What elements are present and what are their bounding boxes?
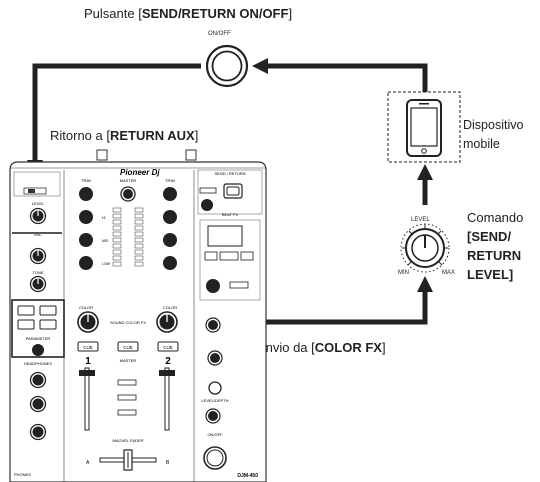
return-aux-level-knob[interactable]: [29, 207, 47, 225]
level-depth-knob[interactable]: [205, 408, 221, 424]
ch2-cue-button[interactable]: CUE: [157, 341, 179, 352]
beat-fx-tap-button[interactable]: [206, 279, 220, 293]
master-level-knob[interactable]: [120, 186, 136, 202]
aux-level-text: LEVEL: [32, 201, 45, 206]
arrow-button-to-return-aux: [32, 63, 201, 160]
knob-level-label: LEVEL: [411, 217, 430, 223]
ch1-number: 1: [85, 356, 91, 367]
fx-pads[interactable]: [17, 305, 57, 330]
fx-cue-button[interactable]: [208, 381, 222, 395]
crossfader-b-label: B: [166, 460, 170, 466]
mic-level-knob[interactable]: [29, 247, 47, 265]
mobile-device-label: Dispositivo mobile: [463, 118, 524, 151]
ch1-cue-text: CUE: [83, 345, 93, 350]
fx-select-knob[interactable]: [205, 317, 221, 333]
ch1-color-text: COLOR: [79, 305, 93, 310]
ch2-cue-text: CUE: [163, 345, 173, 350]
ch2-trim-text: TRIM: [165, 178, 175, 183]
parameter-knob[interactable]: [32, 344, 44, 356]
headphones-level-knob[interactable]: [29, 395, 47, 413]
send-return-text: SEND / RETURN: [214, 171, 245, 176]
arrow-device-to-button: [256, 62, 428, 92]
parameter-text: PARAMETER: [26, 336, 51, 341]
crossfader-a-label: A: [86, 460, 90, 466]
master-text: MASTER: [120, 178, 137, 183]
mobile-device: [387, 91, 461, 163]
ch2-knobs[interactable]: [163, 187, 177, 270]
beat-fx-text: BEAT FX: [222, 212, 239, 217]
ch1-channel-fader[interactable]: [79, 367, 95, 431]
fader-curve-switches[interactable]: [117, 379, 137, 416]
crossfader[interactable]: [99, 449, 157, 471]
knob-min-label: MIN: [398, 270, 409, 276]
fx-channel-select-knob[interactable]: [207, 350, 223, 366]
phones-text: PHONES: [14, 472, 31, 477]
beat-buttons[interactable]: [204, 251, 254, 261]
ch1-trim-text: TRIM: [81, 178, 91, 183]
mic-tone-knob[interactable]: [29, 275, 47, 293]
knob-max-label: MAX: [442, 270, 456, 276]
mid-text: MID: [102, 239, 109, 243]
headphones-mixing-knob[interactable]: [29, 371, 47, 389]
mixer-send-return-onoff[interactable]: [223, 183, 243, 199]
send-return-button-label: Pulsante [SEND/RETURN ON/OFF]: [84, 6, 293, 21]
master-cue-text: CUE: [123, 345, 133, 350]
ch2-channel-fader[interactable]: [159, 367, 175, 431]
return-aux-label: Ritorno a [RETURN AUX]: [50, 128, 199, 143]
beat-fx-onoff-button[interactable]: [203, 446, 227, 470]
ch1-color-knob[interactable]: [77, 311, 99, 333]
tone-text: TONE: [32, 270, 43, 275]
master-cue-button[interactable]: CUE: [117, 341, 139, 352]
dj-mixer: LEVEL MIC TONE PARAMETER HEADPHONES: [9, 149, 267, 482]
ch1-cue-button[interactable]: CUE: [77, 341, 99, 352]
onoff-small-label: ON/OFF: [208, 31, 231, 37]
hi-text: HI: [102, 216, 106, 220]
send-return-level-knob[interactable]: [400, 223, 450, 273]
mic-text: MIC: [34, 232, 41, 237]
model-text: DJM-450: [237, 473, 258, 479]
mixer-send-return-level-knob[interactable]: [201, 199, 213, 211]
low-text: LOW: [102, 262, 111, 266]
level-meters: [112, 207, 144, 267]
level-depth-text: LEVEL/DEPTH: [201, 398, 228, 403]
headphones-volume-knob[interactable]: [29, 423, 47, 441]
headphones-text: HEADPHONES: [24, 361, 52, 366]
ch2-color-text: COLOR: [163, 305, 177, 310]
fx-onoff-text: ON/OFF: [207, 432, 223, 437]
brand-logo: Pioneer Dj: [120, 168, 160, 177]
sound-color-fx-text: SOUND COLOR FX: [110, 320, 146, 325]
color-fx-send-label: Invio da [COLOR FX]: [262, 340, 386, 355]
ch2-number: 2: [165, 356, 171, 367]
ch1-knobs[interactable]: [79, 187, 93, 270]
master-cue-label: MASTER: [120, 358, 137, 363]
ch2-color-knob[interactable]: [156, 311, 178, 333]
magvel-text: MAGVEL FADER: [113, 438, 144, 443]
send-return-level-label: Comando [SEND/ RETURN LEVEL]: [467, 210, 524, 282]
send-return-onoff-button[interactable]: [205, 44, 249, 88]
